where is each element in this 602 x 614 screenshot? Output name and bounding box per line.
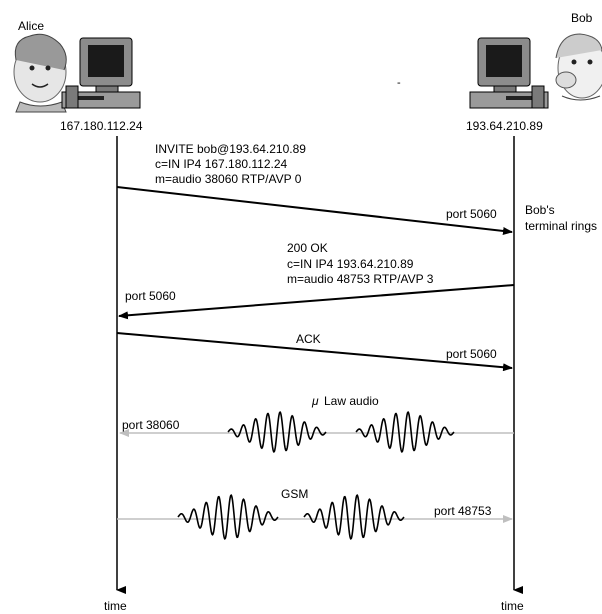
ok-line-1: 200 OK <box>287 241 328 255</box>
invite-line-3: m=audio 38060 RTP/AVP 0 <box>155 172 302 186</box>
invite-line-2: c=IN IP4 167.180.112.24 <box>155 157 288 171</box>
invite-arrow <box>116 186 513 235</box>
invite-line-1: INVITE bob@193.64.210.89 <box>155 142 306 156</box>
computer-icon-alice <box>61 37 141 109</box>
bob-ring-note-1: Bob's <box>525 203 555 217</box>
alice-ip: 167.180.112.24 <box>60 119 143 133</box>
gsm-wave-1 <box>177 493 279 541</box>
mulaw-wave-2 <box>355 411 455 453</box>
bob-ip: 193.64.210.89 <box>466 119 543 133</box>
time-label-right: time <box>501 599 524 613</box>
ack-label: ACK <box>296 332 321 346</box>
mulaw-label: Law audio <box>324 394 379 408</box>
ack-arrow <box>116 332 513 372</box>
mulaw-mu-symbol: μ <box>311 394 319 408</box>
mulaw-wave-1 <box>227 411 327 453</box>
ok-arrow <box>118 284 515 320</box>
mulaw-port: port 38060 <box>122 418 180 432</box>
alice-name: Alice <box>18 19 44 33</box>
stray-dash: - <box>397 77 401 89</box>
bob-name: Bob <box>571 11 593 25</box>
gsm-label: GSM <box>281 487 308 501</box>
time-label-left: time <box>104 599 127 613</box>
person-alice-icon <box>13 33 67 113</box>
computer-icon-bob <box>469 37 549 109</box>
gsm-wave-2 <box>303 493 405 541</box>
ack-port: port 5060 <box>446 347 497 361</box>
person-bob-icon <box>555 33 602 101</box>
ok-port: port 5060 <box>125 289 176 303</box>
ok-line-2: c=IN IP4 193.64.210.89 <box>287 257 414 271</box>
ok-line-3: m=audio 48753 RTP/AVP 3 <box>287 272 434 286</box>
bob-ring-note-2: terminal rings <box>525 219 597 233</box>
gsm-port: port 48753 <box>434 504 492 518</box>
invite-port: port 5060 <box>446 207 497 221</box>
